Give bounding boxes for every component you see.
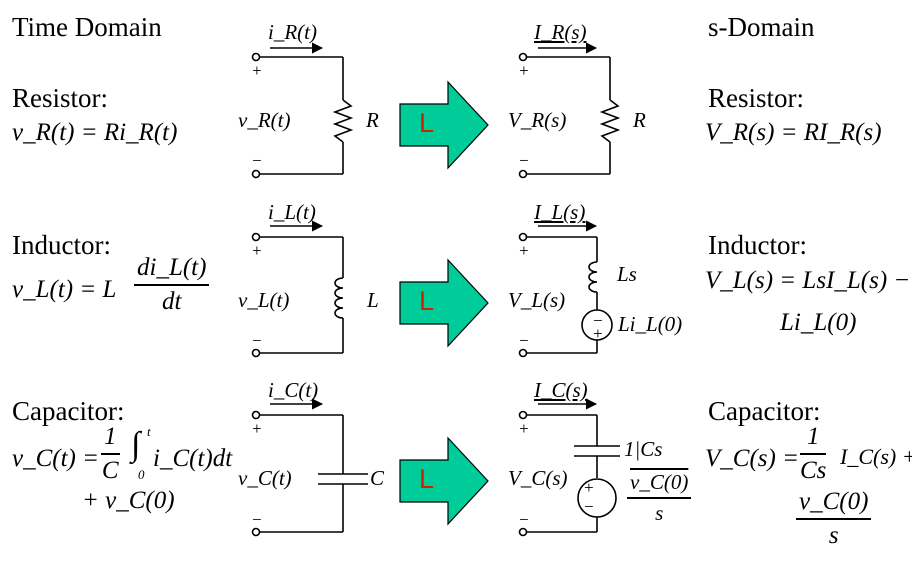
inductor-current-time: i_L(t) xyxy=(268,200,316,224)
capacitor-s-fraction2-num: v_C(0) xyxy=(799,488,869,515)
capacitor-s-fraction-den: Cs xyxy=(800,457,827,484)
capacitor-integral-sign: ∫ xyxy=(131,426,141,463)
s-domain-header: s-Domain xyxy=(708,12,815,42)
resistor-element-s: R xyxy=(633,108,646,132)
capacitor-source-num: v_C(0) xyxy=(630,470,689,494)
inductor-s-circuit xyxy=(518,220,613,358)
capacitor-minus-s: − xyxy=(518,510,530,529)
transform-arrow-2 xyxy=(399,258,489,348)
capacitor-s-fraction-2: v_C(0) s xyxy=(796,488,872,550)
resistor-plus-time: + xyxy=(251,61,263,80)
inductor-time-circuit xyxy=(251,220,344,358)
inductor-source-plus: + xyxy=(592,324,604,343)
inductor-label: Inductor: xyxy=(12,230,111,260)
capacitor-s-fraction2-den: s xyxy=(828,522,839,549)
capacitor-impedance-s: 1|Cs xyxy=(624,437,663,461)
inductor-plus-s: + xyxy=(518,241,530,260)
inductor-current-s: I_L(s) xyxy=(534,200,586,224)
capacitor-s-equation-lhs: V_C(s) = xyxy=(705,445,799,472)
capacitor-source-plus: + xyxy=(583,478,595,497)
transform-arrows xyxy=(399,80,489,526)
laplace-symbol-3: L xyxy=(419,464,435,494)
capacitor-time-fraction: 1 C xyxy=(101,423,120,485)
resistor-voltage-time: v_R(t) xyxy=(238,108,291,132)
resistor-s-label: Resistor: xyxy=(708,83,805,113)
capacitor-label: Capacitor: xyxy=(12,396,125,426)
resistor-current-s: I_R(s) xyxy=(534,20,587,44)
capacitor-plus-time: + xyxy=(251,419,263,438)
capacitor-time-fraction-den: C xyxy=(101,457,119,484)
capacitor-current-s: I_C(s) xyxy=(534,378,588,402)
inductor-voltage-s: V_L(s) xyxy=(508,288,566,312)
resistor-time-equation: v_R(t) = Ri_R(t) xyxy=(12,119,178,146)
capacitor-s-circuit xyxy=(518,398,620,537)
resistor-element-time: R xyxy=(366,108,379,132)
transform-arrow-1 xyxy=(399,80,489,170)
laplace-symbol-1: L xyxy=(419,108,435,138)
inductor-s-equation-line2: Li_L(0) xyxy=(780,309,857,336)
capacitor-time-equation-lhs: v_C(t) = xyxy=(12,445,99,472)
laplace-symbol-2: L xyxy=(419,286,435,316)
capacitor-source-den: s xyxy=(655,501,664,525)
resistor-s-circuit xyxy=(518,42,621,179)
capacitor-time-circuit xyxy=(251,398,368,537)
capacitor-source-fraction: v_C(0) s xyxy=(627,470,692,526)
capacitor-source-minus: − xyxy=(583,497,595,516)
resistor-minus-s: − xyxy=(518,151,530,170)
inductor-time-equation-lhs: v_L(t) = L xyxy=(12,276,117,303)
capacitor-minus-time: − xyxy=(251,510,263,529)
capacitor-plus-s: + xyxy=(518,419,530,438)
capacitor-integral-lower: 0 xyxy=(138,467,145,482)
resistor-current-time: i_R(t) xyxy=(268,20,317,44)
capacitor-s-fraction: 1 Cs xyxy=(800,423,827,485)
inductor-s-label: Inductor: xyxy=(708,230,807,260)
inductor-voltage-time: v_L(t) xyxy=(238,288,290,312)
inductor-time-fraction-den: dt xyxy=(162,288,182,315)
inductor-impedance-s: Ls xyxy=(617,262,637,286)
capacitor-voltage-time: v_C(t) xyxy=(238,466,292,490)
capacitor-s-label: Capacitor: xyxy=(708,396,821,426)
inductor-s-equation-line1: V_L(s) = LsI_L(s) − xyxy=(705,267,911,294)
inductor-element-time: L xyxy=(367,288,379,312)
resistor-plus-s: + xyxy=(518,61,530,80)
time-domain-header: Time Domain xyxy=(12,12,162,42)
inductor-minus-s: − xyxy=(518,331,530,350)
inductor-minus-time: − xyxy=(251,331,263,350)
capacitor-integral-upper: t xyxy=(147,424,151,439)
inductor-plus-time: + xyxy=(251,241,263,260)
capacitor-current-time: i_C(t) xyxy=(268,378,319,402)
capacitor-time-fraction-num: 1 xyxy=(104,423,117,450)
transform-arrow-3 xyxy=(399,436,489,526)
resistor-minus-time: − xyxy=(251,151,263,170)
resistor-time-circuit xyxy=(251,42,354,179)
capacitor-element-time: C xyxy=(370,466,385,490)
resistor-s-equation: V_R(s) = RI_R(s) xyxy=(705,119,882,146)
inductor-time-fraction-num: di_L(t) xyxy=(137,254,207,281)
capacitor-time-equation-line2: + v_C(0) xyxy=(82,487,175,514)
capacitor-s-equation-rhs: I_C(s) + xyxy=(840,444,912,469)
capacitor-voltage-s: V_C(s) xyxy=(508,466,568,490)
capacitor-time-integrand: i_C(t)dt xyxy=(153,445,233,472)
capacitor-s-fraction-num: 1 xyxy=(806,423,820,450)
inductor-source-s: Li_L(0) xyxy=(618,312,683,336)
resistor-label: Resistor: xyxy=(12,83,109,113)
inductor-source-minus: − xyxy=(592,311,604,330)
inductor-time-fraction: di_L(t) dt xyxy=(134,254,210,316)
resistor-voltage-s: V_R(s) xyxy=(508,108,567,132)
